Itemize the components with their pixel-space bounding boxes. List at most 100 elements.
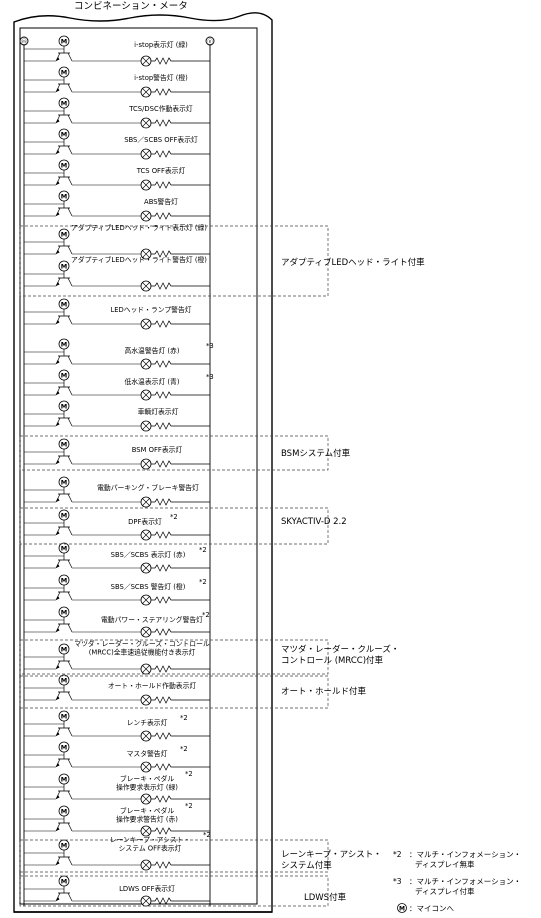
indicator-label: オート・ホールド作動表示灯 (108, 681, 197, 690)
microcomputer-label: M (61, 441, 67, 449)
option-group-label: BSMシステム付車 (281, 448, 351, 459)
lamp-icon (140, 248, 152, 260)
legend-item: *2 ：マルチ・インフォメーション・ディスプレイ無車 (393, 850, 521, 869)
legend-text: ：マルチ・インフォメーション・ディスプレイ無車 (409, 850, 521, 869)
lamp-icon (140, 280, 152, 292)
lamp-icon (140, 761, 152, 773)
legend-text: ：マルチ・インフォメーション・ディスプレイ付車 (409, 877, 521, 896)
resistor-icon (151, 732, 210, 740)
lamp-icon (140, 793, 152, 805)
indicator-label: i-stop表示灯 (緑) (134, 40, 188, 49)
microcomputer-label: M (61, 69, 67, 77)
microcomputer-label: M (61, 263, 67, 271)
microcomputer-label: M (61, 38, 67, 46)
option-group: マツダ・レーダー・クルーズ・コントロール (MRCC)付車 (19, 639, 399, 675)
transistor-icon (55, 271, 73, 287)
resistor-icon (151, 282, 210, 290)
lamp-icon (140, 626, 152, 638)
resistor-icon (151, 531, 210, 539)
lamp-icon (140, 730, 152, 742)
microcomputer-label: M (61, 545, 67, 553)
resistor-icon (151, 498, 210, 506)
resistor-icon (151, 460, 210, 468)
transistor-icon (55, 520, 73, 536)
lamp-icon (140, 318, 152, 330)
resistor-icon (151, 795, 210, 803)
resistor-icon (151, 119, 210, 127)
indicator-label: LEDヘッド・ランプ警告灯 (110, 305, 191, 314)
terminal-left-label: ⓜ (21, 38, 27, 46)
indicator-note: *2 (185, 802, 193, 810)
resistor-icon (151, 596, 210, 604)
lamp-icon (140, 529, 152, 541)
legend-mark: *3 (393, 877, 402, 886)
microcomputer-label: M (61, 100, 67, 108)
microcomputer-label: M (61, 403, 67, 411)
microcomputer-icon: M (58, 839, 70, 851)
indicator-label: TCS/DSC作動表示灯 (128, 104, 193, 113)
microcomputer-icon: M (58, 574, 70, 586)
resistor-icon (151, 150, 210, 158)
lamp-icon (140, 895, 152, 907)
legend-mark: *2 (393, 850, 402, 859)
option-group: レーンキープ・アシスト・システム付車 (19, 839, 382, 873)
indicator-label: アダプティブLEDヘッド・ライト表示灯 (緑) (71, 223, 207, 232)
microcomputer-label: M (61, 646, 67, 654)
microcomputer-icon: M (58, 773, 70, 785)
lamp-icon (140, 496, 152, 508)
transistor-icon (55, 617, 73, 633)
option-group-box (19, 435, 329, 471)
transistor-icon (55, 585, 73, 601)
option-group-label: レーンキープ・アシスト・システム付車 (281, 850, 382, 871)
transistor-icon (55, 784, 73, 800)
lamp-icon (140, 117, 152, 129)
transistor-icon (55, 139, 73, 155)
lamp-icon (140, 694, 152, 706)
lamp-icon (140, 55, 152, 67)
indicator-note: *2 (185, 770, 193, 778)
resistor-icon (151, 564, 210, 572)
legend: *2 ：マルチ・インフォメーション・ディスプレイ無車 *3 ：マルチ・インフォメーショ… (393, 850, 521, 913)
microcomputer-icon: M (58, 476, 70, 488)
indicator-label: レンチ表示灯 (127, 718, 168, 727)
indicator-row: Mi-stop警告灯 (橙) (24, 66, 210, 98)
indicator-label: TCS OFF表示灯 (136, 166, 186, 175)
microcomputer-icon: M (58, 509, 70, 521)
indicator-label: 低水温表示灯 (青) (124, 377, 179, 386)
option-group-box (19, 507, 329, 545)
option-group: BSMシステム付車 (19, 435, 351, 471)
microcomputer-icon: M (58, 369, 70, 381)
resistor-icon (151, 391, 210, 399)
transistor-icon (55, 170, 73, 186)
resistor-icon (151, 360, 210, 368)
transistor-icon (55, 685, 73, 701)
transistor-icon (55, 886, 73, 902)
lamp-icon (140, 179, 152, 191)
indicator-label: i-stop警告灯 (橙) (134, 73, 188, 82)
indicator-label: DPF表示灯 (128, 517, 162, 526)
microcomputer-icon: M (58, 128, 70, 140)
microcomputer-icon: M (58, 805, 70, 817)
resistor-icon (151, 422, 210, 430)
microcomputer-icon: M (58, 66, 70, 78)
microcomputer-label: M (61, 162, 67, 170)
microcomputer-label: M (61, 808, 67, 816)
transistor-icon (55, 816, 73, 832)
resistor-icon (151, 88, 210, 96)
legend-text: ：マイコンへ (409, 904, 454, 913)
indicator-label: マスタ警告灯 (127, 749, 168, 758)
transistor-icon (55, 553, 73, 569)
transistor-icon (55, 77, 73, 93)
microcomputer-label: M (61, 372, 67, 380)
lamp-icon (140, 358, 152, 370)
